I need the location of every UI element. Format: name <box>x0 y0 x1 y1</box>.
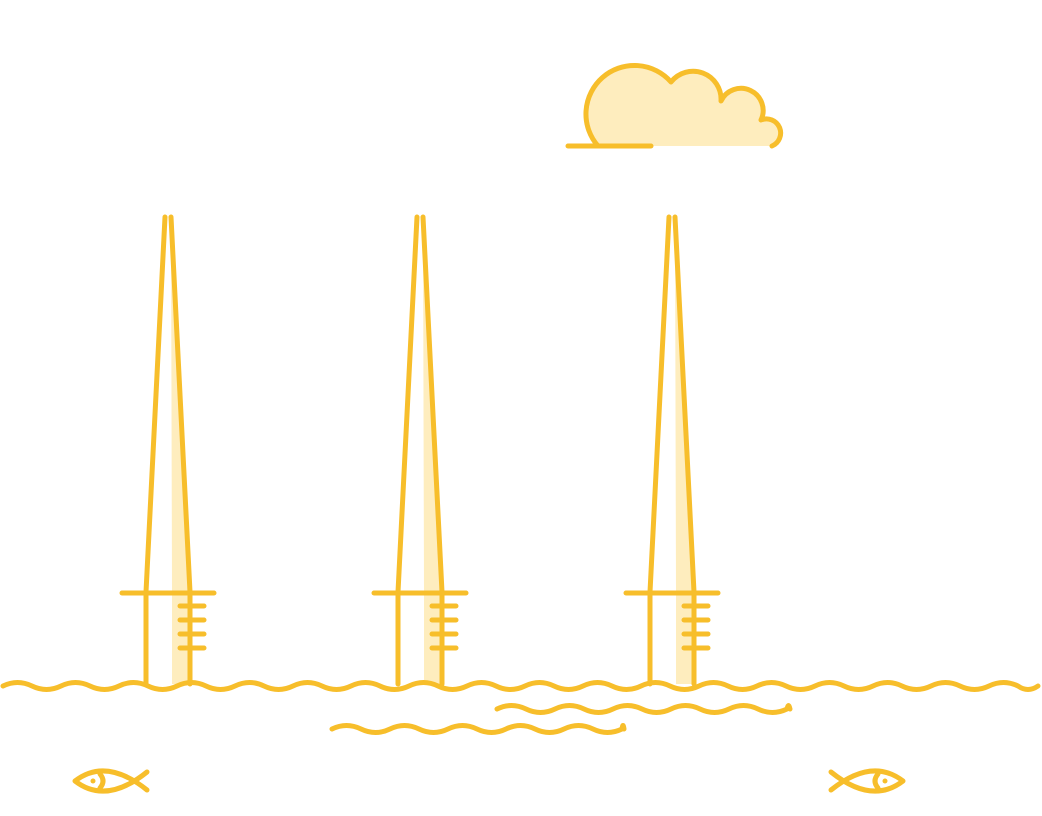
tower-blade <box>143 214 193 595</box>
fish-body <box>72 768 150 794</box>
tower-2-icon <box>371 214 469 687</box>
cloud-fill <box>585 65 781 146</box>
fish-gill <box>872 771 881 791</box>
fish-gill <box>97 771 106 791</box>
tower-3-icon <box>623 214 721 687</box>
sea-surface-wave-icon <box>0 680 1041 692</box>
waves-group <box>0 680 1041 735</box>
fish-eye <box>882 778 888 784</box>
cloud-outline <box>583 62 784 149</box>
fish-group <box>72 768 906 794</box>
wave-line-icon <box>494 703 793 715</box>
fish-eye <box>90 778 96 784</box>
cloud-icon <box>565 62 784 149</box>
towers-group <box>119 214 721 687</box>
fish-body <box>828 768 906 794</box>
fish-icon <box>828 768 906 794</box>
fish-icon <box>72 768 150 794</box>
tower-blade <box>395 214 445 595</box>
tower-1-icon <box>119 214 217 687</box>
tower-blade <box>647 214 697 595</box>
wave-line-icon <box>329 723 627 735</box>
